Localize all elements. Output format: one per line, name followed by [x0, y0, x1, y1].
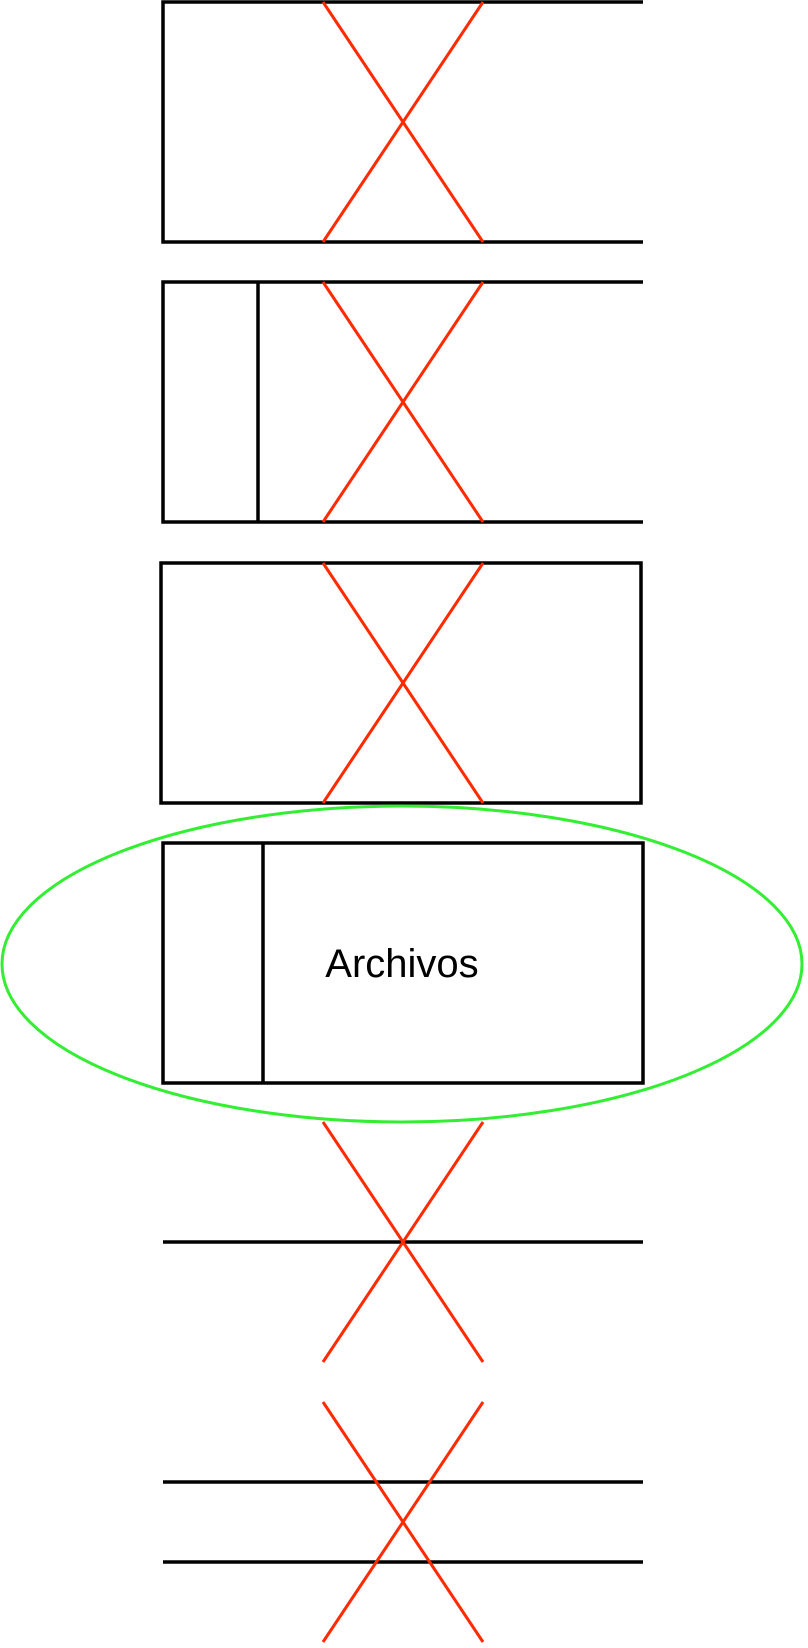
option-2-rejected-x [321, 281, 485, 523]
option-3-rejected-x [321, 562, 485, 804]
option-5-single-line [163, 1121, 643, 1363]
red-x-icon [321, 1121, 485, 1363]
option-1-open-box [161, 0, 643, 244]
option-2-open-box-divider [161, 280, 643, 524]
option-5-rejected-x [321, 1121, 485, 1363]
option-6-rejected-x [321, 1401, 485, 1643]
option-4-outline [161, 841, 645, 1085]
red-x-icon [321, 1, 485, 243]
red-x-icon [321, 1401, 485, 1643]
green-ellipse-highlight [0, 804, 804, 1124]
red-x-icon [321, 562, 485, 804]
option-3-closed-box [159, 561, 643, 805]
archivos-label: Archivos [325, 942, 478, 986]
option-6-double-line [163, 1401, 643, 1643]
option-1-rejected-x [321, 1, 485, 243]
option-3-outline [159, 561, 643, 805]
option-1-outline [161, 0, 643, 244]
option-4-chosen-box: Archivos [0, 804, 804, 1124]
option-2-outline [161, 280, 643, 524]
red-x-icon [321, 281, 485, 523]
